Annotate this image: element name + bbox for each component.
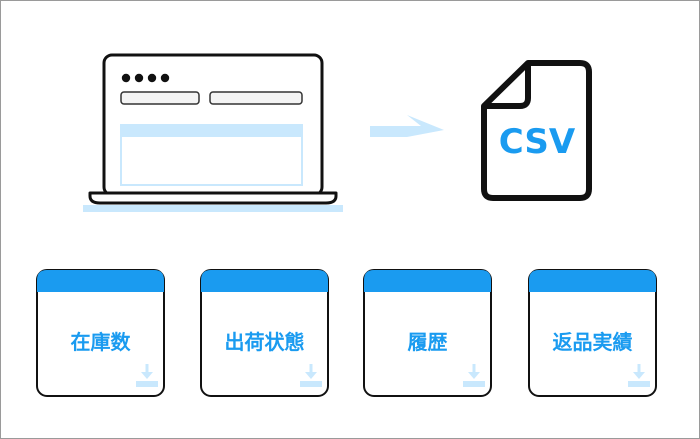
file-corner-fold (484, 63, 531, 109)
window-table-header (121, 125, 302, 137)
laptop-base-shadow (83, 205, 343, 212)
card-header (529, 270, 656, 292)
card-header (37, 270, 164, 292)
data-cards: 在庫数 出荷状態 履歴 返品実績 (36, 269, 657, 397)
card: 在庫数 (36, 269, 165, 397)
window-dot (121, 73, 131, 83)
card-label: 在庫数 (71, 330, 132, 354)
card-label: 出荷状態 (225, 330, 305, 354)
file-body (481, 60, 592, 201)
download-icon (136, 364, 158, 387)
window-input-bar (209, 91, 303, 105)
window-dot (134, 73, 144, 83)
window-dot (160, 73, 170, 83)
file-label: CSV (499, 122, 576, 162)
csv-file-icon: CSV (481, 60, 592, 201)
download-icon (463, 364, 485, 387)
card-label: 返品実績 (553, 330, 633, 354)
arrow-right-icon (370, 115, 444, 137)
window-dot (147, 73, 157, 83)
window-input-bar (120, 91, 200, 105)
window-dots (121, 73, 170, 83)
card-header (364, 270, 491, 292)
card: 返品実績 (528, 269, 657, 397)
download-icon (628, 364, 650, 387)
card: 出荷状態 (200, 269, 329, 397)
laptop-base (88, 191, 338, 205)
card-header (201, 270, 328, 292)
download-icon (300, 364, 322, 387)
card: 履歴 (363, 269, 492, 397)
laptop-icon (83, 53, 343, 212)
card-label: 履歴 (408, 330, 448, 354)
